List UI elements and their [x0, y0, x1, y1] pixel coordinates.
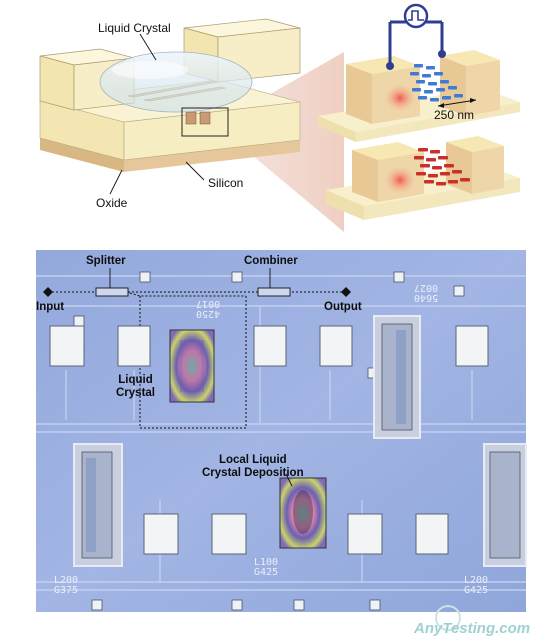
zd1-contact-right: [438, 50, 446, 58]
scale-arrow: [437, 99, 477, 107]
watermark-logo: [435, 605, 461, 631]
zd2-block-right-side: [472, 146, 504, 194]
zd1-base-front: [318, 116, 356, 142]
lc-molecules-red: [414, 148, 470, 186]
zd2-block-left-top: [352, 142, 424, 160]
output-port: [341, 287, 351, 297]
label-local-deposition: Local Liquid Crystal Deposition: [202, 454, 304, 479]
zd2-hotspot: [384, 166, 416, 194]
scale-arrowhead-left: [438, 103, 444, 108]
label-silicon: Silicon: [208, 176, 244, 190]
label-splitter: Splitter: [86, 255, 126, 267]
device-3d: [39, 18, 344, 232]
die-marking-1: 4250 0017: [196, 298, 221, 319]
label-liquid-crystal: Liquid Crystal: [98, 21, 171, 35]
die-marking-5: L200 G425: [464, 575, 489, 596]
rail-block-2: [199, 111, 211, 125]
label-combiner: Combiner: [244, 255, 298, 267]
combiner-box: [257, 287, 291, 297]
lc-deposit-upper: [169, 329, 215, 403]
chip-micrograph: [36, 250, 527, 612]
leader-liquid-crystal: [139, 33, 157, 61]
die-marking-4: L100 G425: [254, 557, 279, 578]
label-scale: 250 nm: [434, 108, 475, 122]
watermark-text: AnyTesting.com: [414, 620, 531, 637]
leader-silicon: [185, 161, 205, 181]
silicon-front: [40, 138, 124, 172]
bond-pads: [49, 325, 489, 555]
leader-local-deposition: [285, 473, 293, 487]
zd1-hotspot: [384, 84, 416, 112]
input-port: [43, 287, 53, 297]
leader-oxide: [109, 169, 123, 195]
left-block-front: [39, 55, 75, 111]
zoom-detail-blue: [318, 3, 520, 142]
zoom-box: [181, 107, 229, 137]
label-output: Output: [324, 301, 362, 313]
rail-block-1: [185, 111, 197, 125]
square-wave-icon: [408, 10, 424, 21]
label-lc-upper: Liquid Crystal: [116, 374, 155, 399]
zd1-block-left-front: [346, 64, 372, 124]
scale-arrowhead-right: [470, 98, 476, 103]
zd1-block-right-top: [440, 50, 500, 66]
lc-deposit-lower: [279, 477, 327, 549]
heater-structures: [73, 315, 527, 567]
zd1-block-left-top: [346, 56, 420, 74]
zd2-base-front: [326, 190, 364, 220]
ac-source-icon: [403, 3, 429, 29]
silicon-side: [124, 140, 300, 172]
die-marking-2: 5640 0027: [414, 282, 439, 303]
dome-highlight: [112, 61, 188, 79]
lc-deposit-lower-core: [293, 490, 313, 534]
die-marking-3: L200 G375: [54, 575, 79, 596]
lc-molecules-blue: [410, 64, 463, 102]
zoom-detail-red: [326, 136, 520, 220]
zd2-block-right-top: [446, 136, 504, 152]
label-oxide: Oxide: [96, 196, 128, 210]
splitter-box: [95, 287, 129, 297]
lc-deposit-upper-core: [180, 340, 204, 392]
label-input: Input: [36, 301, 65, 313]
zd1-block-right-side: [466, 60, 500, 116]
liquid-crystal-dome: [99, 51, 253, 113]
zd2-block-left-front: [352, 150, 378, 202]
zd1-contact-left: [386, 62, 394, 70]
